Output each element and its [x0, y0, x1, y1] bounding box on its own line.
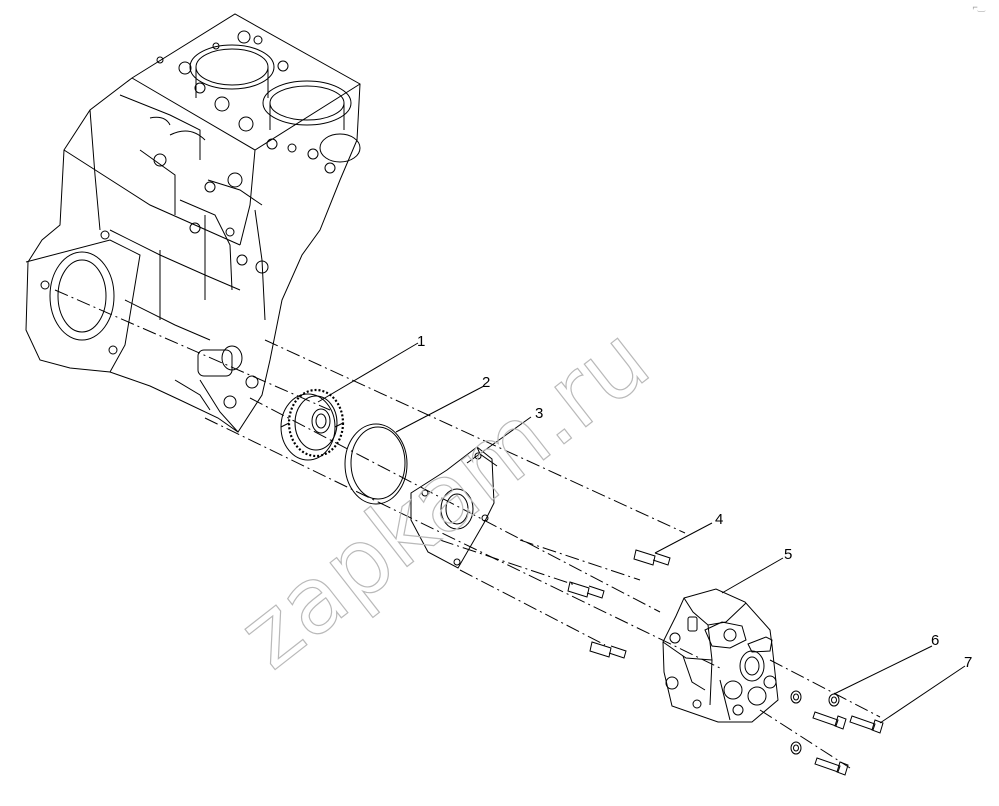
part-2-o-ring	[344, 423, 408, 505]
assembly-axis-lines	[54, 289, 881, 769]
corner-mark: ⌐‿	[972, 2, 986, 12]
callout-labels: 1 2 3 4 5 6 7	[417, 333, 972, 671]
callout-4: 4	[715, 511, 723, 528]
watermark-text: zapkam.ru	[220, 306, 669, 690]
callout-6: 6	[931, 632, 939, 649]
part-5-fuel-pump	[662, 588, 779, 723]
callout-7: 7	[964, 654, 972, 671]
callout-5: 5	[784, 546, 792, 563]
part-7-screws	[812, 711, 884, 776]
callout-3: 3	[535, 405, 543, 422]
part-6-washers	[790, 690, 840, 755]
part-4-flange-bolts	[567, 549, 671, 659]
callout-1: 1	[417, 333, 425, 350]
part-3-adapter-flange	[410, 446, 498, 569]
engine-block	[25, 13, 361, 433]
leader-lines	[317, 342, 966, 724]
part-1-gear	[280, 388, 345, 461]
callout-2: 2	[482, 374, 490, 391]
